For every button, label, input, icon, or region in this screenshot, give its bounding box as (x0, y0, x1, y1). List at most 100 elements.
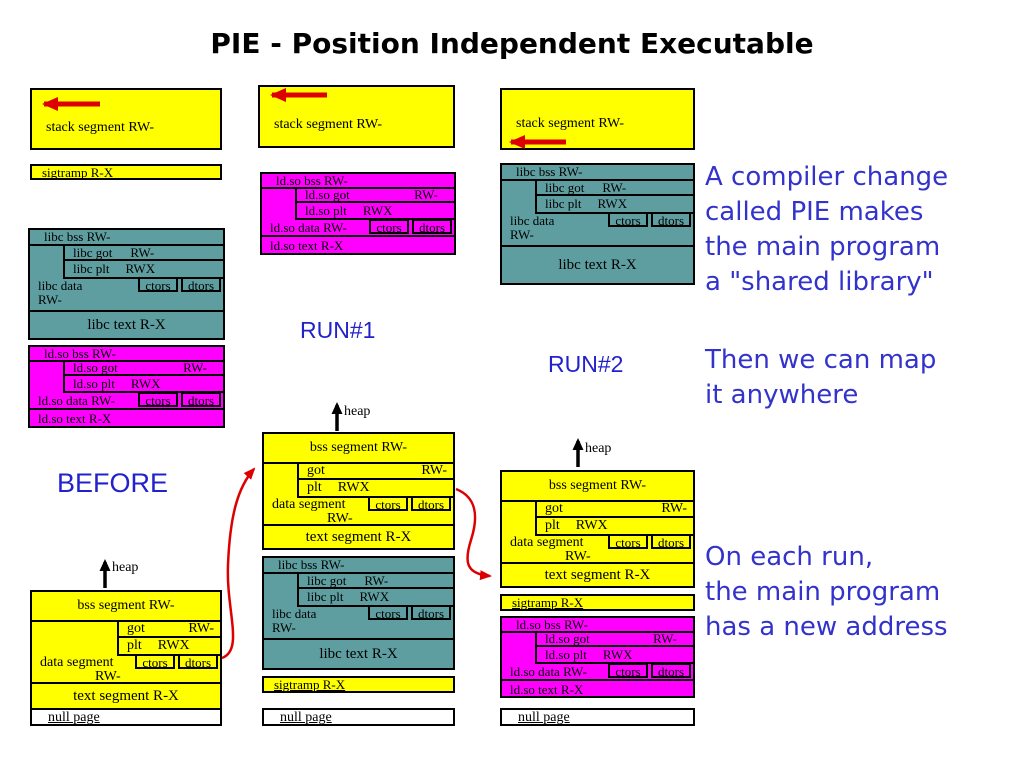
before-stack-box: stack segment RW- (30, 88, 222, 150)
run2-null-page-box: null page (500, 708, 695, 726)
dtors-box: dtors (651, 663, 691, 678)
ctors-box: ctors (135, 654, 175, 669)
main-bss-row: bss segment RW- (32, 592, 220, 622)
dtors-box: dtors (412, 219, 452, 234)
libc-text-row: libc text R-X (319, 645, 398, 662)
main-bss-row: bss segment RW- (502, 472, 693, 502)
ctors-box: ctors (138, 277, 178, 292)
sigtramp-label: sigtramp R-X (42, 165, 114, 180)
libc-bss-row: libc bss RW- (502, 164, 693, 181)
ctors-box: ctors (368, 605, 408, 620)
run1-heading: RUN#1 (300, 317, 376, 343)
ldso-bss-row: ld.so bss RW- (502, 617, 693, 633)
main-bss-row: bss segment RW- (264, 434, 453, 464)
ldso-text-row: ld.so text R-X (510, 682, 584, 697)
ctors-box: ctors (608, 534, 648, 549)
before-heading: BEFORE (57, 468, 169, 498)
ctors-box: ctors (368, 496, 408, 511)
before-null-page-box: null page (30, 708, 222, 726)
note-map-anywhere: Then we can map it anywhere (705, 345, 937, 410)
ldso-text-row: ld.so text R-X (270, 238, 344, 253)
libc-text-row: libc text R-X (558, 256, 637, 273)
libc-bss-row: libc bss RW- (264, 557, 453, 574)
libc-bss-row: libc bss RW- (30, 229, 223, 246)
ctors-box: ctors (369, 219, 409, 234)
note-new-address: On each run, the main program has a new … (705, 542, 948, 642)
sigtramp-label: sigtramp R-X (512, 595, 584, 610)
dtors-box: dtors (181, 392, 221, 407)
heap-label: heap (585, 441, 612, 456)
run1-sigtramp-box: sigtramp R-X (262, 676, 455, 693)
null-page-label: null page (280, 710, 332, 725)
note-compiler-change: A compiler change called PIE makes the m… (705, 162, 949, 297)
main-text-row: text segment R-X (305, 528, 412, 545)
run2-sigtramp-box: sigtramp R-X (500, 594, 695, 611)
before-sigtramp-box: sigtramp R-X (30, 164, 222, 180)
run2-heading: RUN#2 (548, 351, 624, 377)
dtors-box: dtors (411, 605, 451, 620)
dtors-box: dtors (181, 277, 221, 292)
run1-stack-box: stack segment RW- (258, 85, 455, 148)
reloc-arrow-before-to-run1 (221, 467, 256, 660)
run2-stack-box: stack segment RW- (500, 88, 695, 150)
main-text-row: text segment R-X (544, 566, 651, 583)
null-page-label: null page (518, 710, 570, 725)
stack-segment-label: stack segment RW- (46, 120, 155, 135)
sigtramp-label: sigtramp R-X (274, 677, 346, 692)
stack-segment-label: stack segment RW- (516, 116, 625, 131)
dtors-box: dtors (411, 496, 451, 511)
null-page-label: null page (48, 710, 100, 725)
dtors-box: dtors (178, 654, 218, 669)
ctors-box: ctors (138, 392, 178, 407)
ldso-bss-row: ld.so bss RW- (262, 173, 454, 189)
ldso-text-row: ld.so text R-X (38, 411, 112, 426)
slide-title: PIE - Position Independent Executable (210, 27, 814, 60)
stack-segment-label: stack segment RW- (274, 117, 383, 132)
